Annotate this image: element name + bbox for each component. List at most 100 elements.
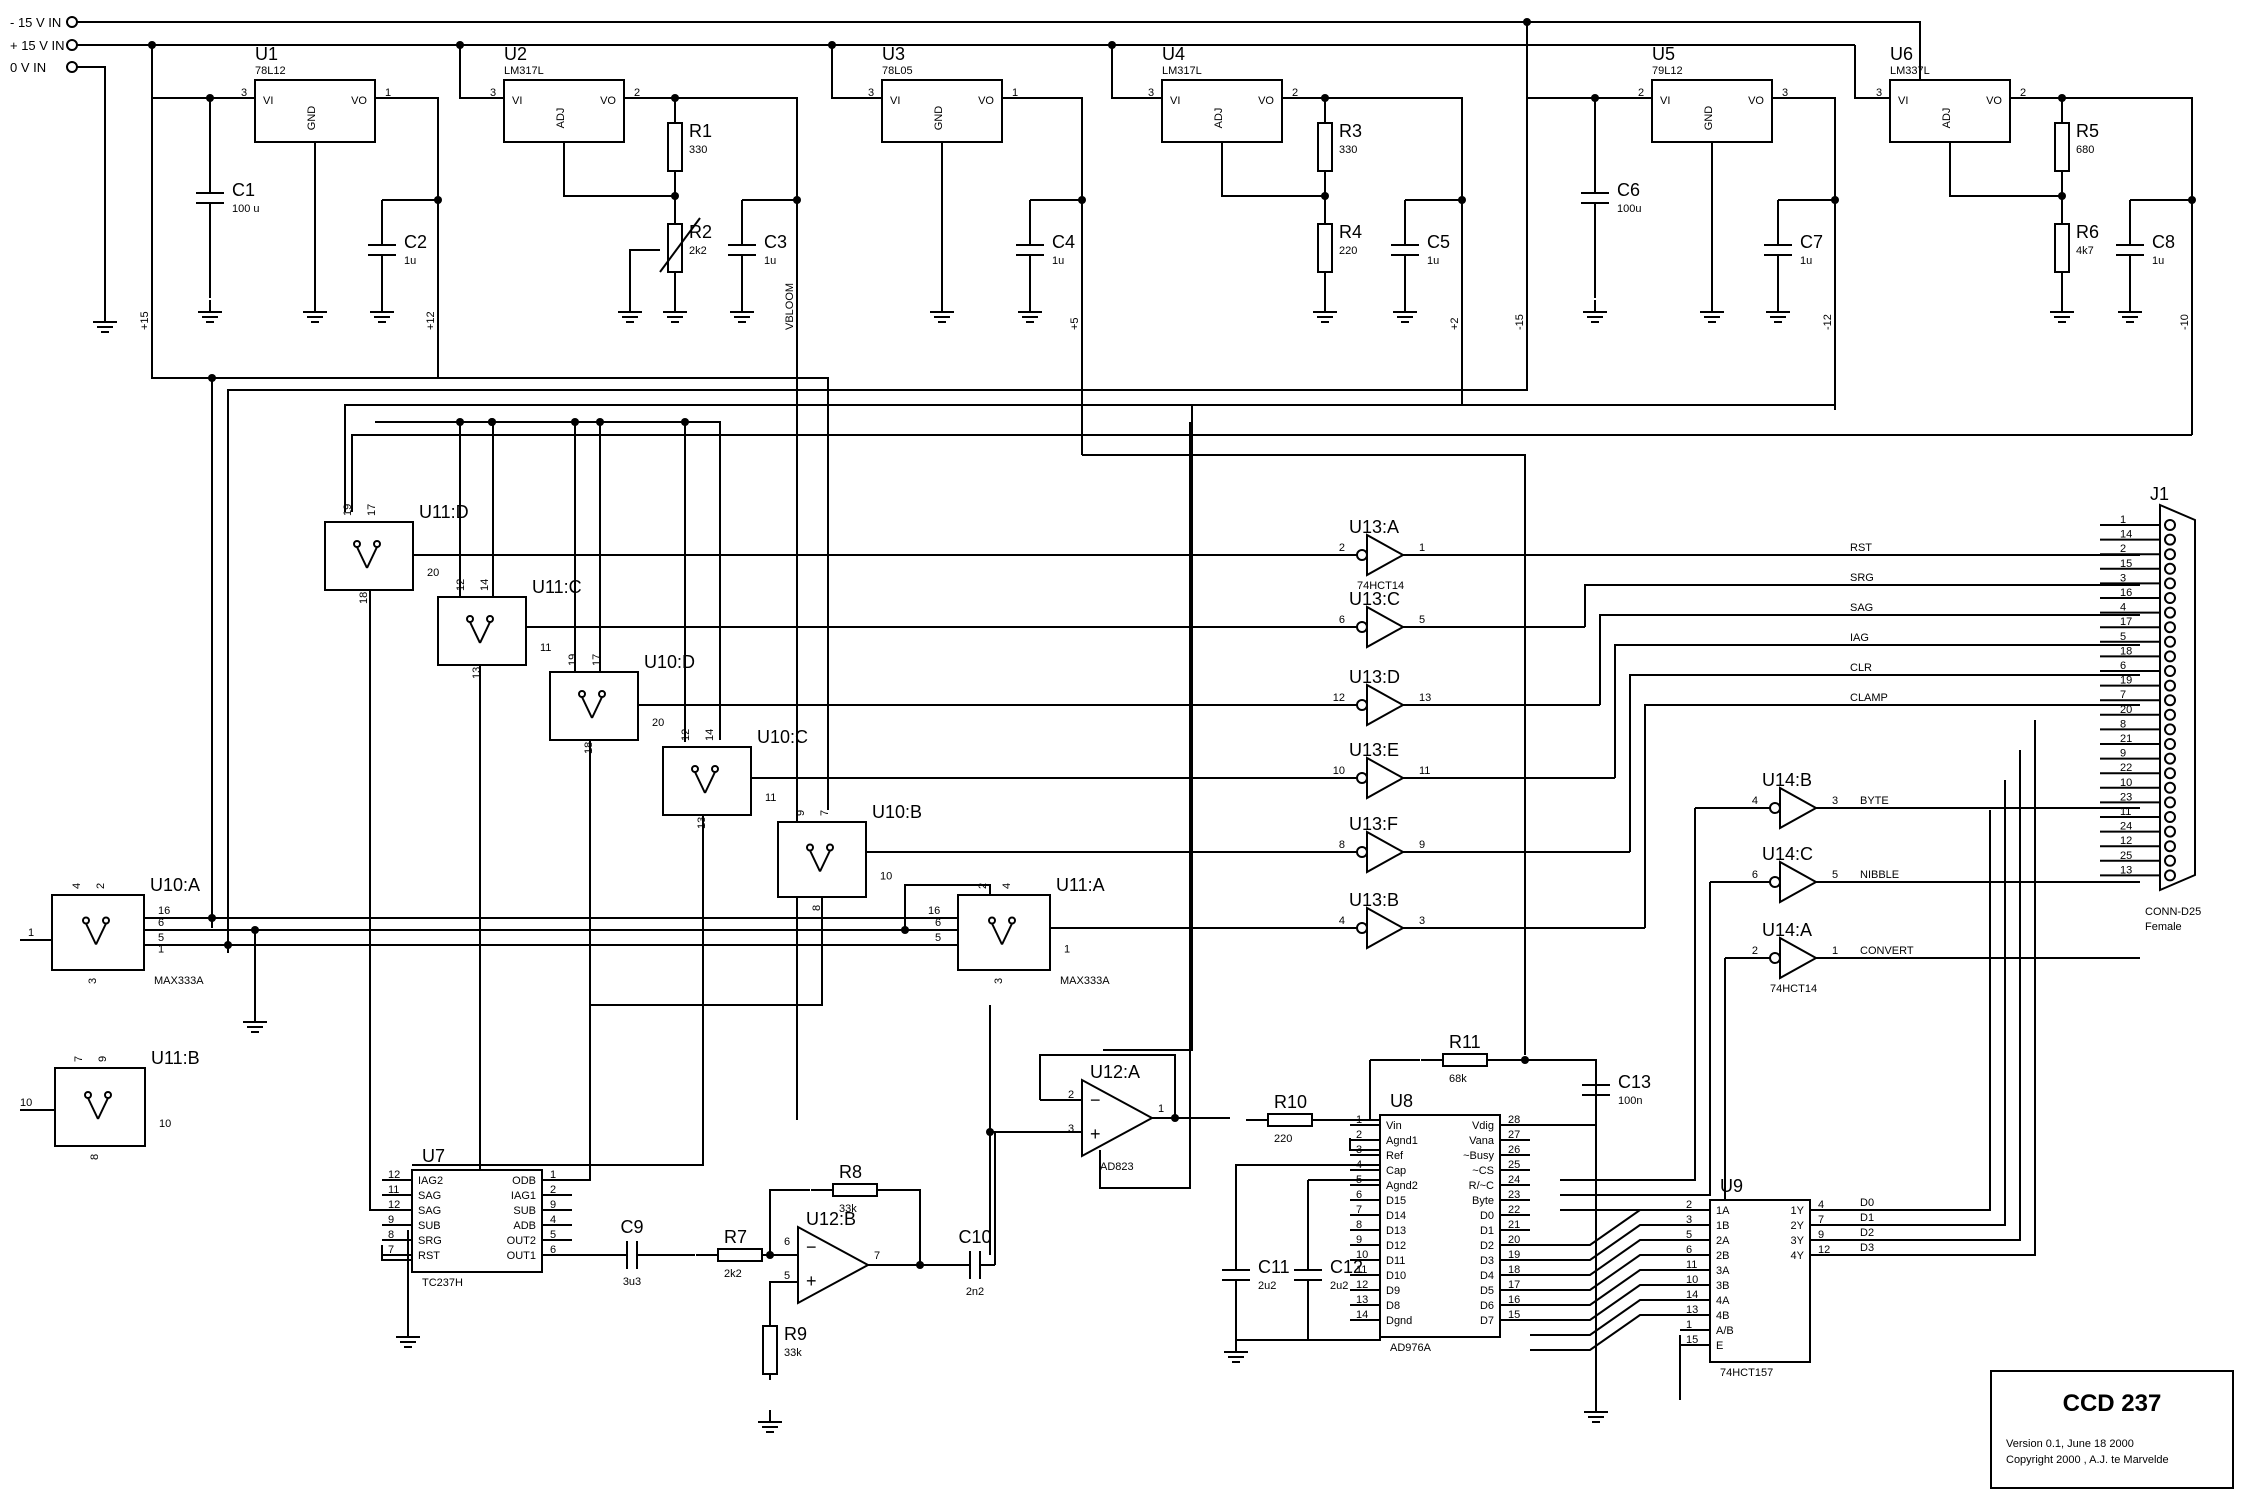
- switch-contact: [988, 916, 996, 925]
- pin-number: 6: [158, 917, 164, 929]
- inverter-ref: U13:E: [1349, 740, 1399, 760]
- capacitor-value: 1u: [2152, 255, 2164, 267]
- power-input-label: - 15 V IN: [10, 15, 61, 30]
- pin-number: 4: [1356, 1159, 1362, 1171]
- switch-blade: [809, 850, 821, 872]
- connector-pin: [2164, 811, 2176, 823]
- pin-number: 22: [2120, 762, 2132, 774]
- connector-pin: [2164, 723, 2176, 736]
- pin-name: 2B: [1716, 1250, 1729, 1262]
- capacitor-ref: C3: [764, 232, 787, 252]
- pin-number: 13: [696, 817, 708, 829]
- resistor-value: 4k7: [2076, 245, 2094, 257]
- switch-ref: U11:A: [1056, 875, 1105, 895]
- pin-number: 2: [1638, 87, 1644, 99]
- pin-number: 13: [1419, 692, 1431, 704]
- connector-pin: [2164, 840, 2176, 853]
- wire: [375, 421, 721, 740]
- pin-number: 3: [87, 978, 99, 984]
- switch-contact: [826, 843, 834, 852]
- wire: [1840, 720, 2036, 1256]
- switch-blade: [95, 923, 107, 945]
- inverter-bubble: [1769, 952, 1781, 964]
- wire: [1772, 97, 1836, 410]
- connector-pin: [2164, 738, 2176, 750]
- pin-number: 5: [1356, 1174, 1362, 1186]
- pin-number: 26: [1508, 1144, 1520, 1156]
- wire: [1082, 454, 1526, 1055]
- wire: [344, 404, 1462, 512]
- rail-label: +12: [425, 311, 437, 330]
- ic-part: 74HCT157: [1720, 1367, 1773, 1379]
- pin-name: OUT1: [507, 1250, 536, 1262]
- inverter: [1779, 860, 1819, 904]
- pin-number: 3: [1419, 915, 1425, 927]
- connector-gender: Female: [2145, 921, 2182, 933]
- switch-contact: [373, 540, 381, 548]
- regulator-body: [254, 79, 376, 143]
- switch-contact: [486, 615, 494, 623]
- pin-name: VI: [512, 95, 522, 107]
- wire: [1039, 1054, 1176, 1118]
- pin-name: VI: [1170, 95, 1180, 107]
- pin-number: 2: [634, 87, 640, 99]
- wire: [227, 98, 1528, 953]
- pin-number: 7: [2120, 689, 2126, 701]
- pin-number: 21: [2120, 733, 2132, 745]
- signal-label: IAG: [1850, 632, 1869, 644]
- pin-number: 22: [1508, 1204, 1520, 1216]
- pin-number: 13: [1356, 1294, 1368, 1306]
- pin-number: 2: [1339, 542, 1345, 554]
- switch-contact: [1008, 916, 1016, 925]
- pin-number: 16: [928, 905, 940, 917]
- switch-blade: [991, 923, 1003, 945]
- pin-number: 3: [1356, 1144, 1362, 1156]
- pin-name: 4Y: [1791, 1250, 1805, 1262]
- wire: [1840, 780, 2006, 1226]
- opamp: [1081, 1078, 1155, 1158]
- switch-contact: [102, 916, 110, 925]
- signal-label: CLAMP: [1850, 692, 1888, 704]
- inverter: [1366, 906, 1406, 950]
- pin-number: 1: [1012, 87, 1018, 99]
- connector-pin: [2164, 533, 2176, 546]
- wire: [1221, 142, 1325, 197]
- capacitor-ref: C2: [404, 232, 427, 252]
- signal-label: D1: [1860, 1212, 1874, 1224]
- inverter-ref: U13:B: [1349, 890, 1399, 910]
- regulator-body: [503, 79, 625, 143]
- switch-blade: [97, 1097, 109, 1120]
- wire: [1530, 1224, 1680, 1261]
- pin-number: 8: [2120, 718, 2126, 730]
- pin-number: 3: [241, 87, 247, 99]
- trimmer-arrow: [659, 217, 701, 273]
- pin-number: 1: [2120, 514, 2126, 526]
- pin-number: 18: [1508, 1264, 1520, 1276]
- wire: [1629, 674, 2140, 852]
- pin-number: 12: [2120, 835, 2132, 847]
- rail-label: -10: [2179, 314, 2191, 330]
- wire: [1840, 810, 1991, 1211]
- pin-name: OUT2: [507, 1235, 536, 1247]
- pin-number: 14: [704, 729, 716, 741]
- pin-name: GND: [933, 106, 945, 131]
- pin-name: D15: [1386, 1195, 1406, 1207]
- ic-body: [411, 1169, 543, 1273]
- wire: [1002, 97, 1083, 455]
- inverter-bubble: [1769, 802, 1781, 814]
- switch-contact: [353, 540, 361, 548]
- pin-number: 2: [1686, 1199, 1692, 1211]
- inverter: [1366, 683, 1406, 727]
- junction-dot: [224, 941, 232, 949]
- resistor-ref: R11: [1449, 1032, 1481, 1052]
- analog-switch: [957, 894, 1051, 971]
- power-input-label: + 15 V IN: [10, 38, 65, 53]
- pin-number: 8: [388, 1229, 394, 1241]
- regulator-part: LM317L: [1162, 65, 1202, 77]
- wire: [2010, 97, 2193, 435]
- pin-number: 20: [652, 717, 664, 729]
- pin-name: SUB: [418, 1220, 441, 1232]
- inverter-ref: U14:B: [1762, 770, 1812, 790]
- pin-number: 11: [1356, 1264, 1367, 1276]
- pin-name: RST: [418, 1250, 440, 1262]
